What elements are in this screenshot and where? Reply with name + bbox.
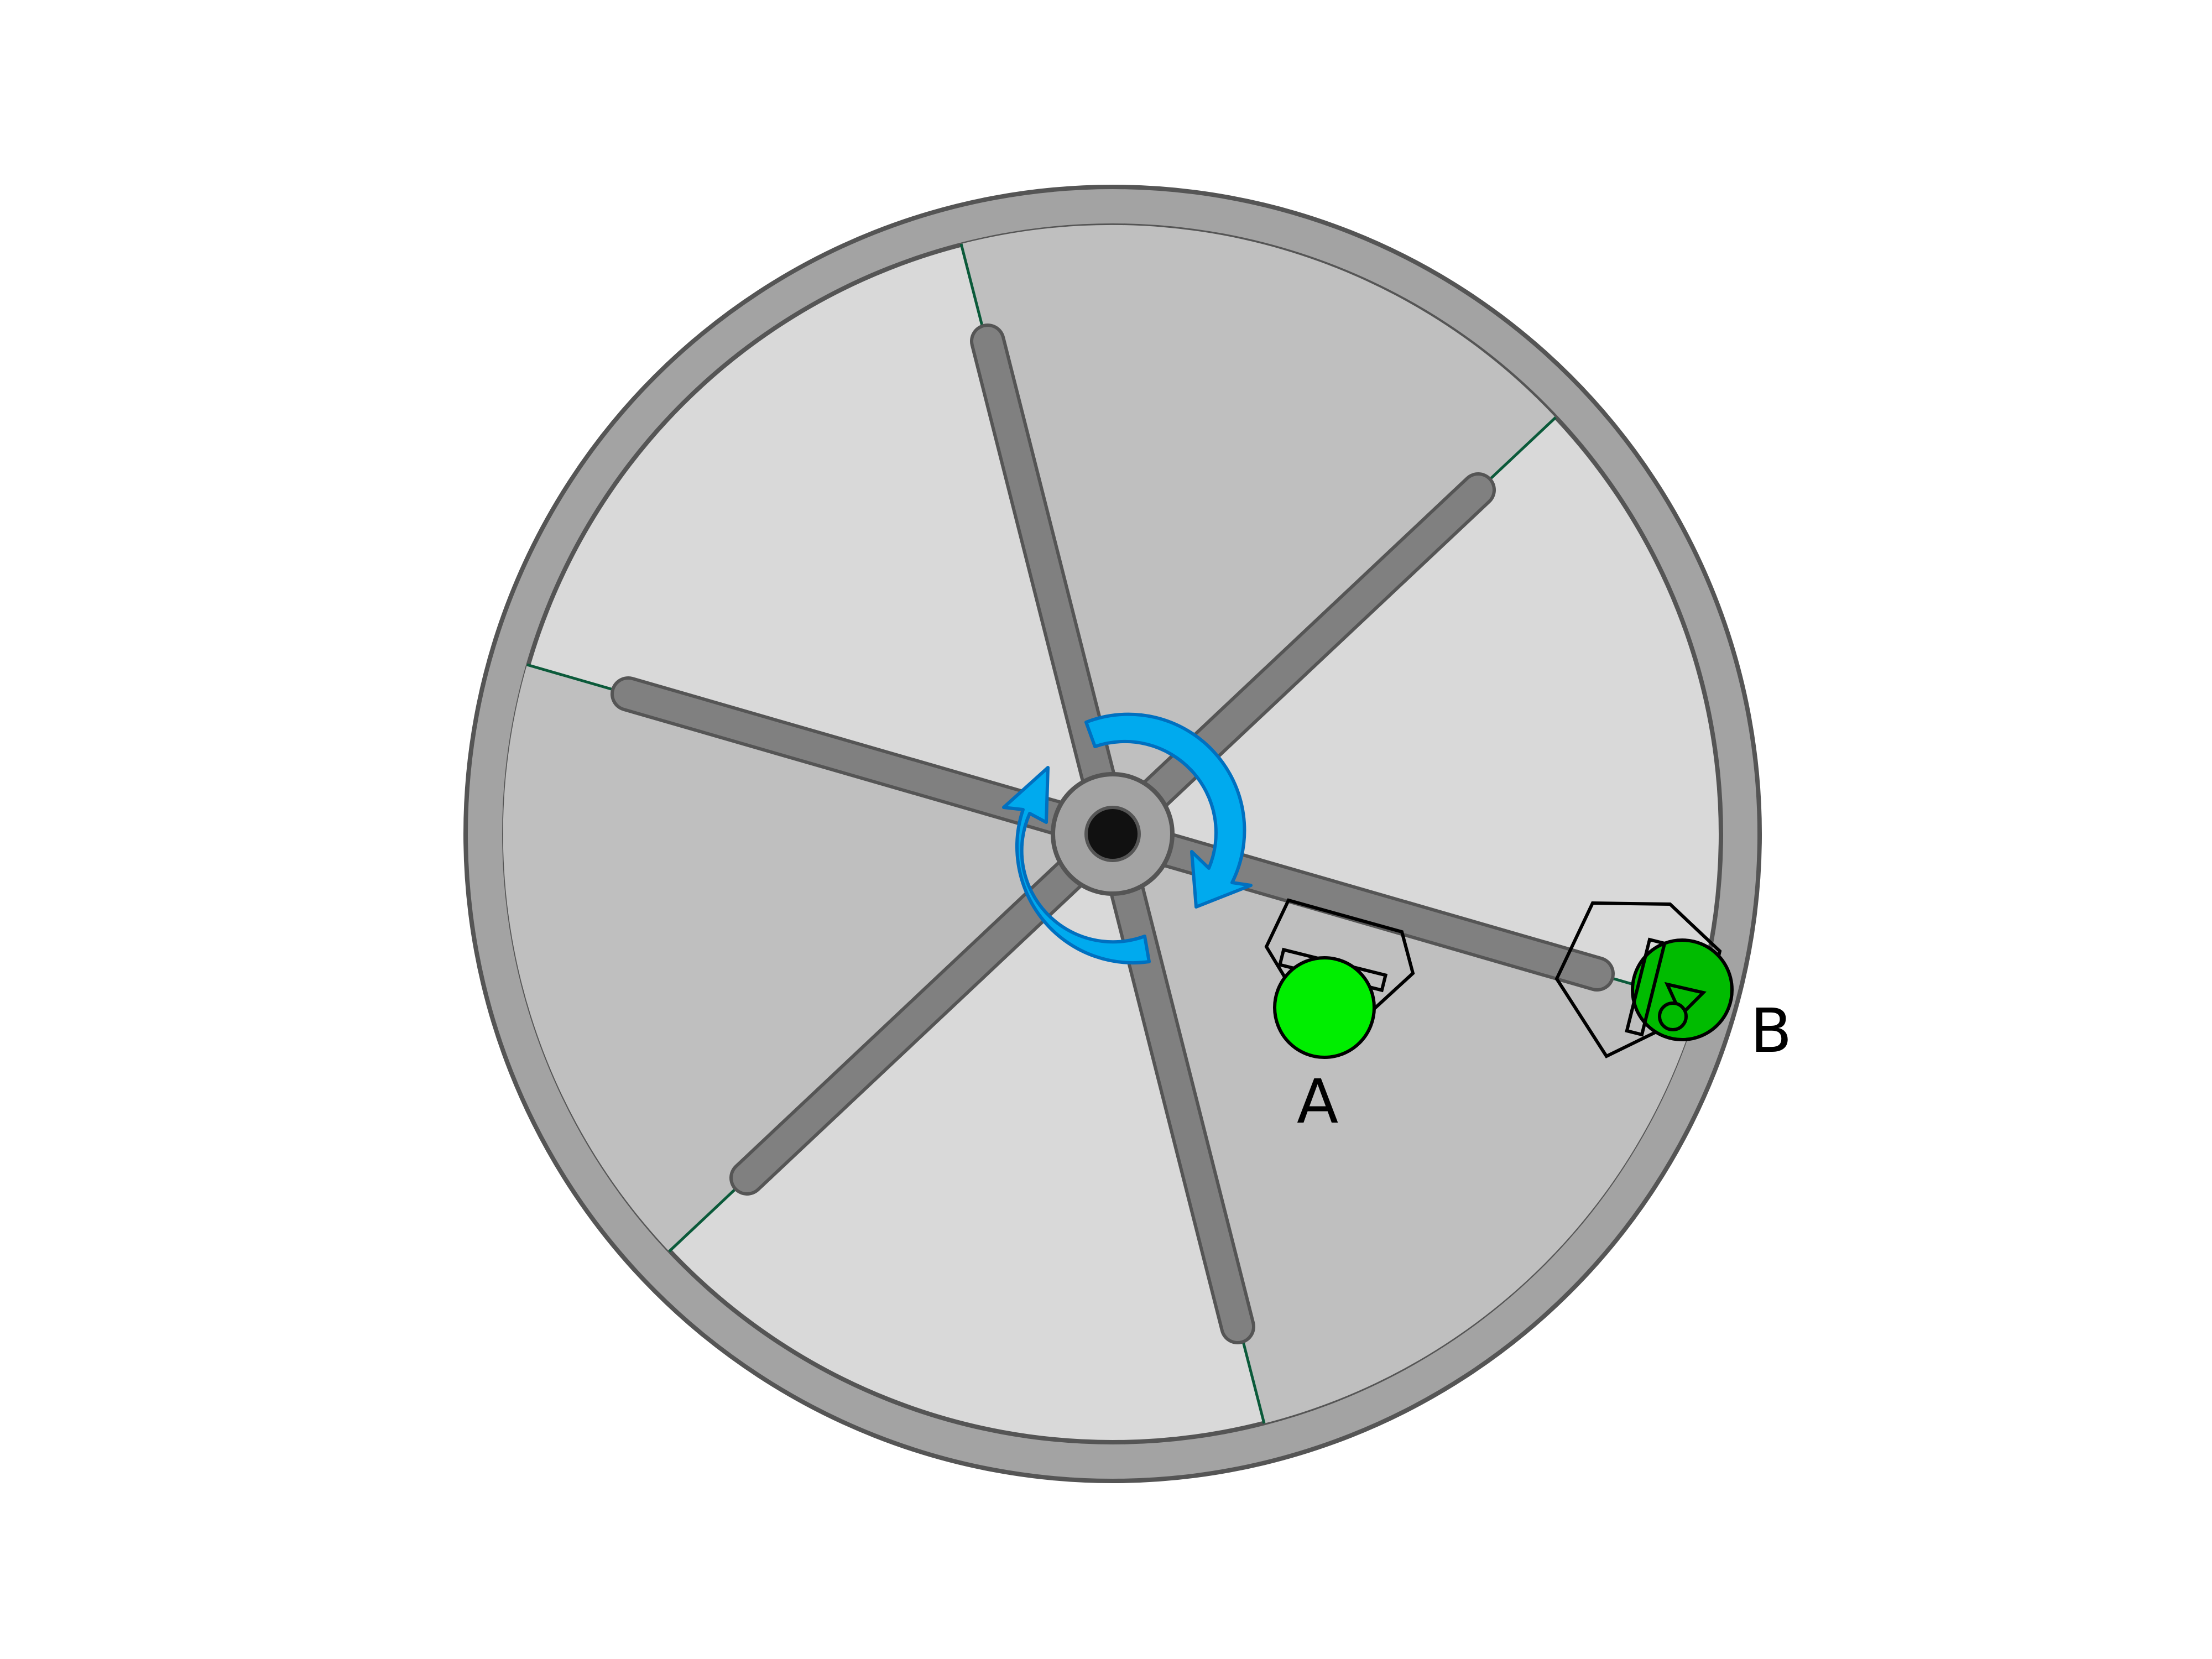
person-top-view-icon xyxy=(1273,956,1376,1059)
rotation-arrow-left xyxy=(1002,766,1151,964)
person-b-feet-icon xyxy=(1664,982,1707,1018)
label-a: A xyxy=(1297,1066,1338,1137)
dark-sector-bottom-right xyxy=(1113,834,1698,1423)
counter-clockwise-rotation-arrows-icon xyxy=(1002,712,1253,964)
dark-sector-left xyxy=(503,665,1113,1251)
person-b-seat-icon xyxy=(1625,937,1667,1037)
person-b xyxy=(1554,901,1734,1058)
label-b: B xyxy=(1750,995,1792,1066)
person-a xyxy=(1264,898,1415,1059)
spoke xyxy=(973,327,1127,848)
dark-sector-top xyxy=(961,225,1556,834)
rotation-arrow-right xyxy=(1084,712,1253,909)
axle xyxy=(1084,806,1141,862)
person-b-head-icon xyxy=(1658,1001,1688,1031)
spoke xyxy=(1098,476,1493,848)
dark-sectors xyxy=(503,225,1698,1423)
spoke xyxy=(1098,820,1252,1341)
spoke xyxy=(733,820,1127,1192)
